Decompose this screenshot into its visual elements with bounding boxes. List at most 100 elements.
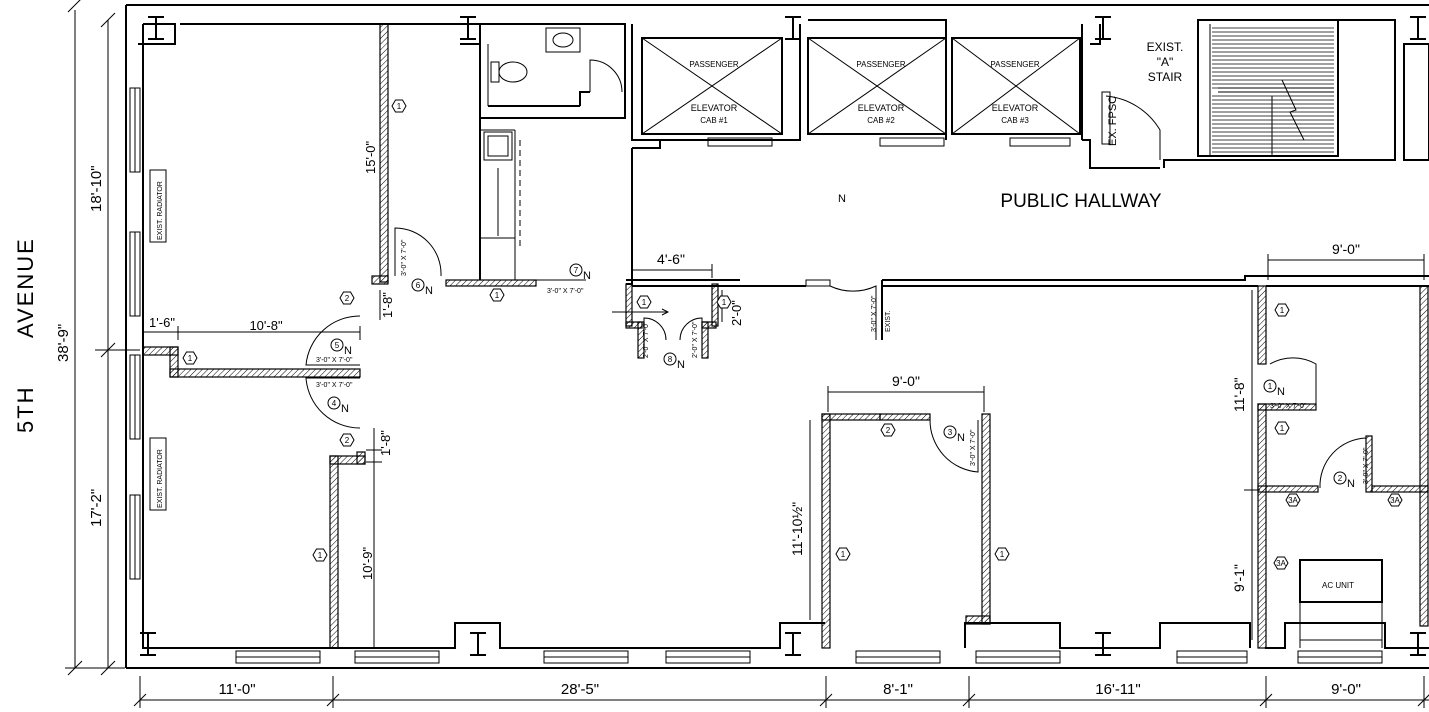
dim-1-8a: 1'-8"	[380, 292, 395, 318]
dim-15-0: 15'-0"	[363, 140, 378, 174]
partition-tag-label: 3A	[1288, 496, 1298, 505]
radiator-top	[149, 169, 167, 243]
bottom-dimension-chain	[133, 676, 1429, 708]
elevator-2	[807, 37, 947, 147]
radiator-bottom	[149, 437, 167, 511]
left-dimension-chain	[65, 0, 140, 676]
partition-tag: 1	[1274, 421, 1290, 435]
partition-tag-label: 2	[345, 294, 350, 303]
door-tag-label: 5	[335, 341, 340, 350]
dim-bottom-2: 28'-5"	[561, 681, 599, 698]
partition-tag: 1	[636, 295, 652, 309]
dim-left-top: 18'-10"	[88, 165, 105, 212]
public-hallway-label: PUBLIC HALLWAY	[1000, 191, 1162, 212]
doors	[305, 227, 1367, 490]
partition-tag: 3A	[1387, 493, 1403, 507]
door-label-1r: 3'-0" X 7'-0"	[1270, 403, 1307, 410]
elevator-1-line2: ELEVATOR	[691, 103, 738, 113]
elevator-shaft-walls	[631, 19, 1083, 141]
stair	[1090, 19, 1429, 168]
partition-tag-label: 1	[1000, 550, 1005, 559]
partition-tag: 1	[1274, 303, 1290, 317]
door-tag-label: 8	[668, 355, 673, 364]
north-mark: N	[344, 345, 352, 357]
bathroom	[479, 23, 626, 119]
dim-2-0: 2'-0"	[729, 300, 744, 326]
radiator-top-label: EXIST. RADIATOR	[157, 181, 164, 240]
door-tag-label: 1	[1268, 382, 1273, 391]
door-label-8b: 2'-0" X 7'-0"	[692, 321, 699, 358]
dim-left-total: 38'-9"	[55, 324, 72, 362]
partition-tag: 1	[835, 547, 851, 561]
dim-9-0-mid: 9'-0"	[892, 373, 920, 389]
partition-tag: 1	[489, 288, 505, 302]
partition-tag: 1	[391, 99, 407, 113]
north-mark: N	[1277, 386, 1285, 398]
partition-tag: 2	[339, 291, 355, 305]
partition-tag-label: 1	[188, 354, 193, 363]
interior-dimension-lines	[142, 254, 1425, 648]
stair-label-1: EXIST.	[1147, 40, 1184, 54]
hallway-north-mark: N	[838, 193, 846, 205]
partition-tag: 1	[312, 548, 328, 562]
radiator-bottom-label: EXIST. RADIATOR	[157, 449, 164, 508]
dim-1-8b: 1'-8"	[378, 430, 393, 456]
partition-tag: 2	[880, 423, 896, 437]
door-label-6: 3'-0" X 7'-0"	[401, 239, 408, 276]
partition-tag-label: 1	[841, 550, 846, 559]
door-tag-label: 3	[948, 428, 953, 437]
partition-tag: 2	[339, 433, 355, 447]
dim-bottom-5: 9'-0"	[1331, 681, 1361, 698]
elevator-2-line1: PASSENGER	[856, 60, 905, 69]
ac-unit-label: AC UNIT	[1322, 581, 1354, 590]
door-label-3: 3'-0" X 7'-0"	[970, 429, 977, 466]
north-mark: N	[677, 359, 685, 371]
elevator-3-line2: ELEVATOR	[992, 103, 1039, 113]
dim-11-10: 11'-10½"	[789, 502, 805, 556]
elevator-3	[951, 37, 1081, 147]
partition-tag-label: 1	[1280, 306, 1285, 315]
dim-bottom-3: 8'-1"	[883, 681, 913, 698]
partition-tag: 3A	[1273, 556, 1289, 570]
dim-11-8: 11'-8"	[1231, 377, 1247, 412]
door-label-2r: 3'-0" X 7'-0"	[1363, 447, 1370, 484]
dim-9-1: 9'-1"	[1231, 564, 1247, 592]
north-mark: N	[583, 270, 591, 282]
interior-partitions	[142, 23, 1429, 649]
dim-1-6: 1'-6"	[149, 315, 175, 330]
door-label-8a: 2'-0" X 7'-0"	[643, 321, 650, 358]
elevator-1-line1: PASSENGER	[689, 60, 738, 69]
door-tag-label: 2	[1338, 474, 1343, 483]
north-mark: N	[957, 432, 965, 444]
partition-tag: 3A	[1285, 493, 1301, 507]
ac-unit	[1299, 559, 1383, 648]
fpsc-panel	[1101, 91, 1111, 145]
partition-tag-label: 1	[722, 298, 727, 307]
fpsc-label: EX. FPSC	[1107, 96, 1119, 146]
north-mark: N	[425, 285, 433, 297]
door-label-5: 3'-0" X 7'-0"	[316, 357, 353, 364]
partition-tag-label: 3A	[1390, 496, 1400, 505]
dim-bottom-1: 11'-0"	[218, 681, 255, 698]
dim-bottom-4: 16'-11"	[1095, 681, 1140, 698]
elevator-1	[641, 37, 783, 147]
partition-tag-label: 1	[318, 551, 323, 560]
elevator-3-line1: PASSENGER	[990, 60, 1039, 69]
dim-10-8: 10'-8"	[249, 318, 283, 333]
dim-4-6: 4'-6"	[657, 251, 685, 267]
partition-tag: 1	[716, 295, 732, 309]
street-label-line1: 5TH	[13, 385, 38, 433]
north-mark: N	[341, 403, 349, 415]
dim-left-bottom: 17'-2"	[88, 489, 105, 527]
partition-tag-label: 1	[1280, 424, 1285, 433]
door-label-4: 3'-0" X 7'-0"	[316, 382, 353, 389]
north-mark: N	[1347, 478, 1355, 490]
